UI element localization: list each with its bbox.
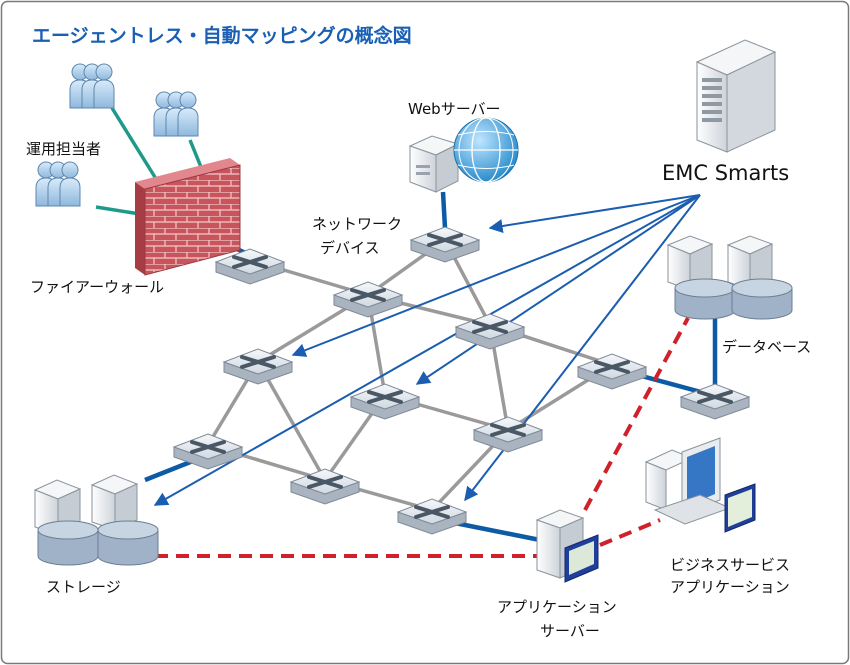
router-icon <box>332 281 404 318</box>
network-devices-label-line1: ネットワーク <box>312 215 402 233</box>
operators-label: 運用担当者 <box>26 140 101 158</box>
arrow-to-router-center <box>415 194 701 385</box>
web-server-label: Webサーバー <box>408 100 501 118</box>
web-server-icon <box>408 135 460 193</box>
mesh-link <box>256 361 327 481</box>
router-icon <box>472 416 544 453</box>
database-server-icon <box>666 235 774 291</box>
emc-smarts-server-icon <box>695 39 777 153</box>
router-icon <box>454 313 526 350</box>
router-icon <box>289 468 361 505</box>
dashed-link-app-biz <box>599 518 661 547</box>
router-icon <box>409 226 481 263</box>
router-icon <box>679 383 751 420</box>
application-server-icon <box>535 509 599 583</box>
globe-icon <box>453 117 519 183</box>
biz-app-label-line1: ビジネスサービス <box>670 556 790 574</box>
app-server-label-line2: サーバー <box>540 622 600 640</box>
arrow-to-router-left <box>291 194 701 357</box>
network-devices-label-line2: デバイス <box>320 239 380 257</box>
diagram-title: エージェントレス・自動マッピングの概念図 <box>32 24 412 47</box>
app-server-label-line1: アプリケーション <box>497 598 617 616</box>
firewall-icon <box>135 158 241 276</box>
person-head-icon <box>61 161 79 179</box>
arrow-to-network-router <box>488 194 701 233</box>
firewall-label: ファイアーウォール <box>30 278 164 296</box>
database-disk-icon <box>674 278 793 320</box>
service-dependency-links <box>155 317 690 558</box>
person-body-icon <box>177 107 199 137</box>
person-group-icon <box>35 161 81 207</box>
operator-link <box>95 205 141 216</box>
emc-discovery-arrows <box>153 194 701 506</box>
router-icon <box>214 248 286 285</box>
network-routers <box>172 226 751 535</box>
web-router-link <box>440 191 448 229</box>
router-icon <box>349 383 421 420</box>
storage-disk-icon <box>37 520 159 566</box>
person-group-icon <box>153 91 199 137</box>
person-head-icon <box>95 63 113 81</box>
router-icon <box>172 433 244 470</box>
arrow-to-storage <box>153 194 701 506</box>
dashed-link-app-db <box>583 317 690 511</box>
router-icon <box>396 498 468 535</box>
person-body-icon <box>93 79 115 109</box>
emc-smarts-label: EMC Smarts <box>662 161 789 185</box>
router-icon <box>222 348 294 385</box>
biz-app-label-line2: アプリケーション <box>670 578 790 596</box>
database-label: データベース <box>722 338 811 356</box>
storage-label: ストレージ <box>46 578 121 596</box>
person-body-icon <box>59 177 81 207</box>
person-group-icon <box>69 63 115 109</box>
operator-link <box>110 107 160 183</box>
workstation-icon <box>644 437 756 533</box>
person-head-icon <box>179 91 197 109</box>
router-icon <box>576 353 648 390</box>
